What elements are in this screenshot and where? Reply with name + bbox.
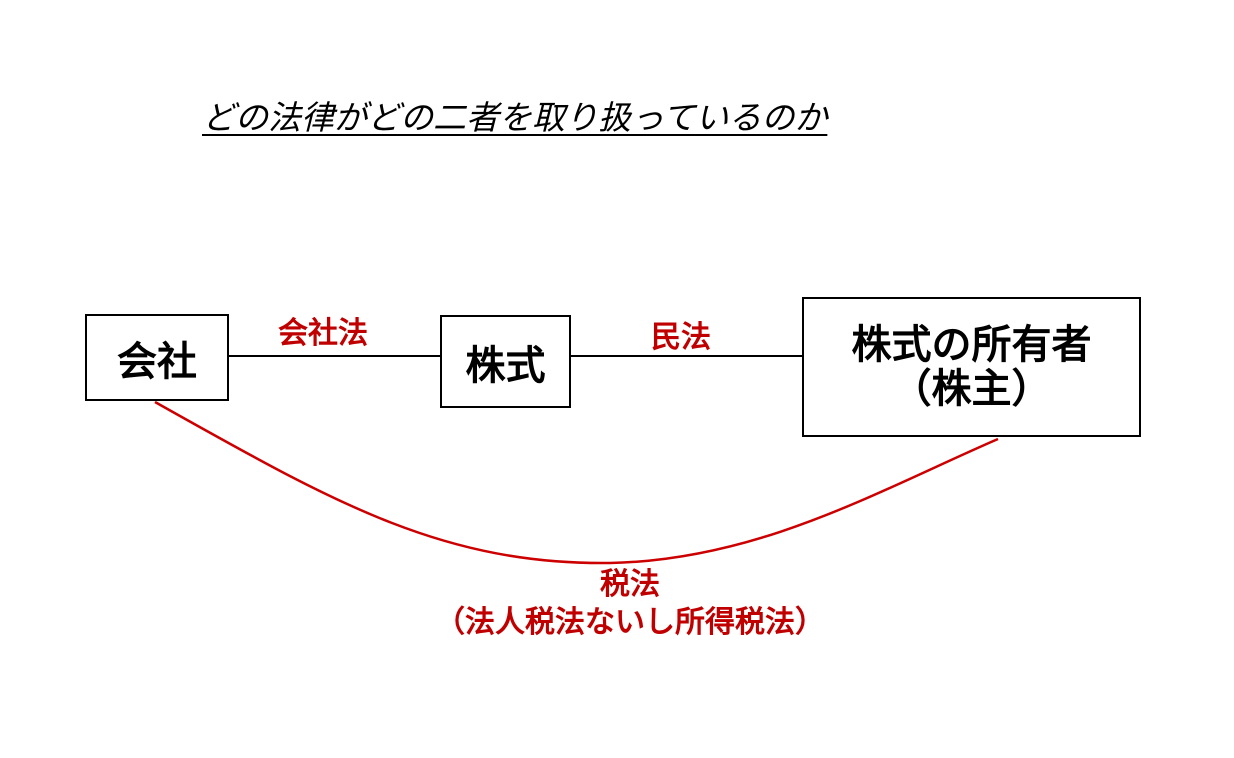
node-shares-label: 株式 [465,342,546,389]
label-tax-law: 税法 [600,567,660,602]
node-company-label: 会社 [117,338,197,385]
node-shareholder-label: 株式の所有者 [851,322,1092,368]
label-tax-law-block: 税法 （法人税法ないし所得税法） [380,566,880,642]
node-shareholder-sublabel: （株主） [891,366,1052,412]
diagram-title: どの法律がどの二者を取り扱っているのか [202,98,828,137]
node-company: 会社 [85,314,229,401]
label-company-law: 会社法 [278,316,368,351]
edge-tax-curve [154,400,999,565]
node-shareholder: 株式の所有者 （株主） [802,297,1141,437]
node-shares: 株式 [440,315,571,408]
label-tax-law-detail: （法人税法ないし所得税法） [435,605,825,640]
label-civil-law: 民法 [651,320,711,355]
